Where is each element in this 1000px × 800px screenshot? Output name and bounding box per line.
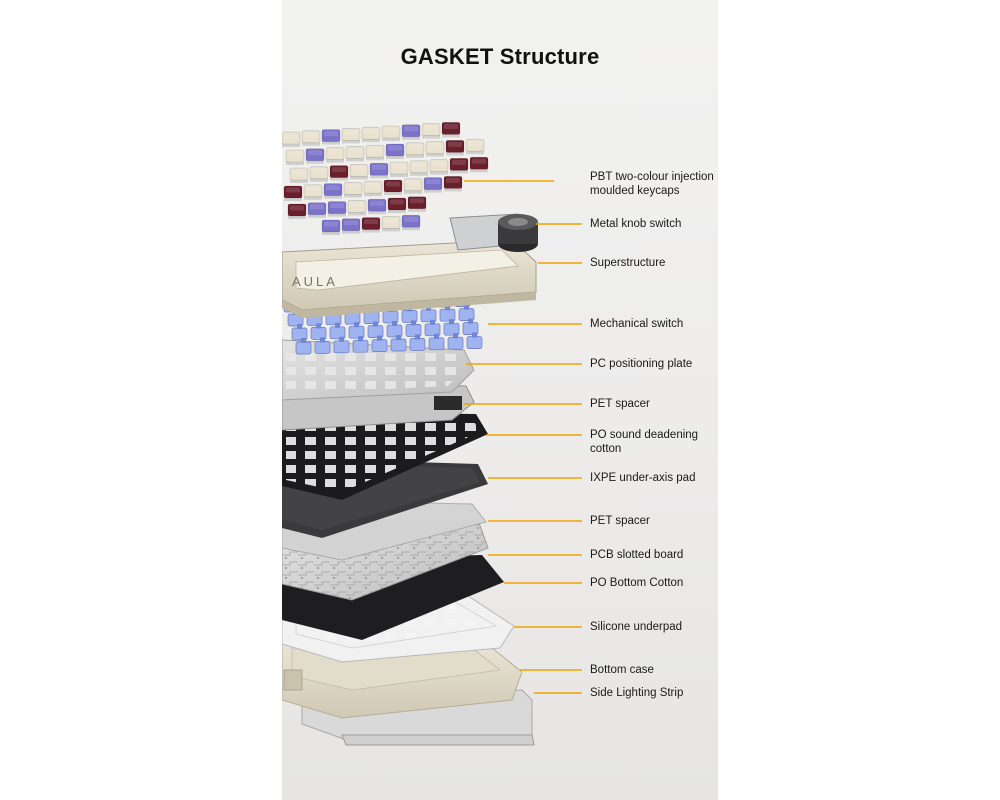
keycap — [445, 140, 465, 156]
keycap — [423, 177, 443, 193]
switch — [329, 322, 346, 340]
keycap — [325, 147, 345, 163]
switch — [367, 321, 384, 338]
keycap — [385, 143, 405, 159]
keycap — [425, 141, 445, 157]
label-metal-knob: Metal knob switch — [590, 218, 682, 230]
switch — [314, 337, 331, 354]
label-mechanical-switch: Mechanical switch — [590, 318, 684, 330]
keycap — [341, 128, 361, 144]
label-pc-plate: PC positioning plate — [590, 358, 693, 370]
keycap — [303, 184, 323, 200]
keycap — [301, 130, 321, 146]
mechanical-switches — [283, 290, 483, 355]
keycap — [381, 216, 401, 232]
label-side-lighting-strip: Side Lighting Strip — [590, 687, 684, 699]
keycap — [381, 125, 401, 141]
metal-knob — [449, 213, 538, 252]
switch — [458, 304, 475, 321]
label-bottom-case: Bottom case — [590, 664, 654, 676]
switch — [405, 320, 422, 337]
label-po-bottom-cotton: PO Bottom Cotton — [590, 577, 684, 589]
keycap — [409, 160, 429, 176]
switch — [295, 338, 312, 355]
keycap — [367, 198, 387, 215]
switch — [466, 332, 483, 349]
keycap — [441, 122, 461, 138]
switch — [291, 324, 308, 341]
keycap — [365, 144, 385, 161]
keycap — [401, 124, 421, 140]
diagram-panel: GASKET Structure — [282, 0, 718, 800]
keycap — [321, 129, 341, 145]
label-pet-spacer-upper: PET spacer — [590, 398, 650, 410]
keycap — [343, 182, 363, 198]
keycap — [421, 123, 441, 139]
keycap — [287, 203, 307, 219]
switch — [390, 335, 407, 352]
superstructure-frame: AULA — [282, 239, 537, 318]
switch — [420, 305, 437, 323]
switch — [424, 319, 441, 337]
keycap — [323, 183, 343, 199]
switch — [386, 321, 403, 338]
keycap — [289, 167, 309, 183]
keycap — [361, 217, 381, 233]
keycap — [327, 201, 347, 217]
exploded-keyboard-illustration: AULA — [282, 122, 582, 746]
keycap — [449, 158, 469, 174]
switch — [462, 318, 479, 335]
keycap — [429, 159, 449, 175]
keycap — [285, 149, 305, 165]
keycap — [465, 138, 485, 155]
keycap — [283, 185, 303, 201]
switch — [371, 335, 388, 352]
switch — [428, 333, 445, 351]
keycap — [309, 166, 329, 182]
label-silicone-underpad: Silicone underpad — [590, 621, 683, 633]
keycap — [389, 161, 409, 177]
switch — [310, 323, 327, 340]
label-ixpe-pad: IXPE under-axis pad — [590, 472, 696, 484]
keycap — [387, 197, 407, 213]
keycap — [329, 165, 349, 181]
pc-positioning-plate — [282, 339, 475, 401]
label-pet-spacer-lower: PET spacer — [590, 515, 650, 527]
keycap — [443, 176, 463, 192]
switch — [409, 334, 426, 351]
keycap — [383, 179, 403, 195]
keycap — [469, 156, 489, 173]
keycap — [407, 196, 427, 212]
keycap — [401, 214, 421, 231]
keycap — [405, 142, 425, 158]
label-superstructure: Superstructure — [590, 257, 666, 269]
switch — [333, 336, 350, 354]
po-sound-deadening-cotton — [282, 412, 488, 500]
keycap — [305, 148, 325, 164]
keycap — [307, 202, 327, 218]
leader-lines — [464, 180, 582, 694]
diagram-title: GASKET Structure — [400, 44, 600, 69]
switch — [439, 305, 456, 322]
switch — [447, 333, 464, 350]
keycap — [321, 219, 341, 235]
switch — [352, 336, 369, 353]
switch — [348, 322, 365, 339]
keycap — [341, 218, 361, 234]
keycap — [361, 126, 381, 143]
keycap — [363, 180, 383, 197]
aula-brand-mark: AULA — [292, 274, 338, 289]
label-pcb: PCB slotted board — [590, 549, 684, 561]
keycap — [369, 162, 389, 179]
keycap — [345, 146, 365, 162]
keycap — [349, 164, 369, 180]
switch — [443, 319, 460, 336]
keycap — [347, 200, 367, 216]
keycap — [403, 178, 423, 194]
keycap — [282, 131, 301, 147]
pbt-keycaps — [282, 122, 489, 235]
